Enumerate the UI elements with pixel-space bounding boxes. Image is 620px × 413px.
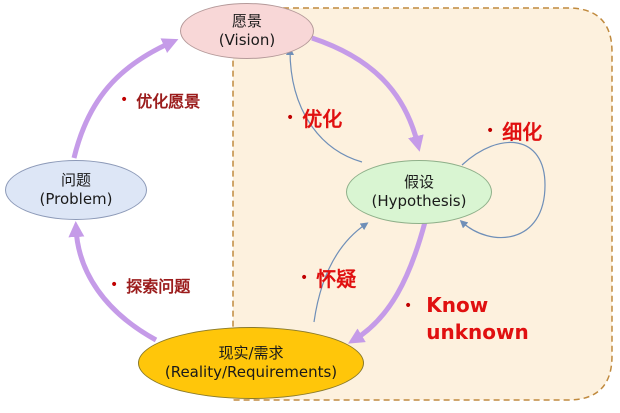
problem-node: 问题 (Problem) — [5, 160, 147, 220]
arrow-vision-to-hypothesis — [311, 35, 424, 152]
reality-label-cn: 现实/需求 — [218, 343, 284, 362]
vision-label-cn: 愿景 — [231, 11, 262, 30]
optimize-vision-text: 优化愿景 — [136, 92, 201, 111]
doubt-text: 怀疑 — [316, 267, 357, 291]
doubt-label: • 怀疑 — [300, 263, 356, 292]
vision-label-en: (Vision) — [218, 31, 276, 49]
arrow-optimize — [286, 47, 363, 163]
explore-problem-text: 探索问题 — [126, 277, 191, 296]
arrow-doubt — [313, 222, 369, 323]
hypothesis-label-cn: 假设 — [403, 172, 434, 191]
bullet: • — [300, 269, 309, 286]
bullet: • — [486, 122, 495, 139]
problem-label-en: (Problem) — [39, 190, 113, 208]
know-unknown-text: Know unknown — [426, 292, 528, 346]
arrow-refine-loop — [459, 141, 546, 239]
hypothesis-node: 假设 (Hypothesis) — [346, 160, 492, 224]
explore-problem-label: • 探索问题 — [110, 273, 190, 297]
bullet: • — [404, 298, 413, 314]
know-unknown-label: • Know unknown — [404, 292, 529, 346]
know-unknown-line1: Know — [426, 293, 489, 317]
problem-label-cn: 问题 — [60, 170, 91, 189]
optimize-vision-label: • 优化愿景 — [120, 88, 200, 112]
hypothesis-label-en: (Hypothesis) — [371, 192, 467, 210]
bullet: • — [110, 277, 119, 293]
arrow-reality-to-problem — [68, 221, 158, 343]
bullet: • — [120, 92, 129, 108]
reality-label-en: (Reality/Requirements) — [164, 363, 338, 381]
know-unknown-line2: unknown — [426, 320, 529, 344]
refine-text: 细化 — [502, 120, 543, 144]
optimize-label: • 优化 — [286, 103, 342, 132]
vision-node: 愿景 (Vision) — [180, 3, 314, 59]
arrow-problem-to-vision — [71, 38, 179, 159]
bullet: • — [286, 109, 295, 126]
refine-label: • 细化 — [486, 116, 542, 145]
reality-node: 现实/需求 (Reality/Requirements) — [138, 327, 364, 399]
optimize-text: 优化 — [302, 107, 343, 131]
arrow-hypothesis-to-reality — [348, 221, 428, 344]
